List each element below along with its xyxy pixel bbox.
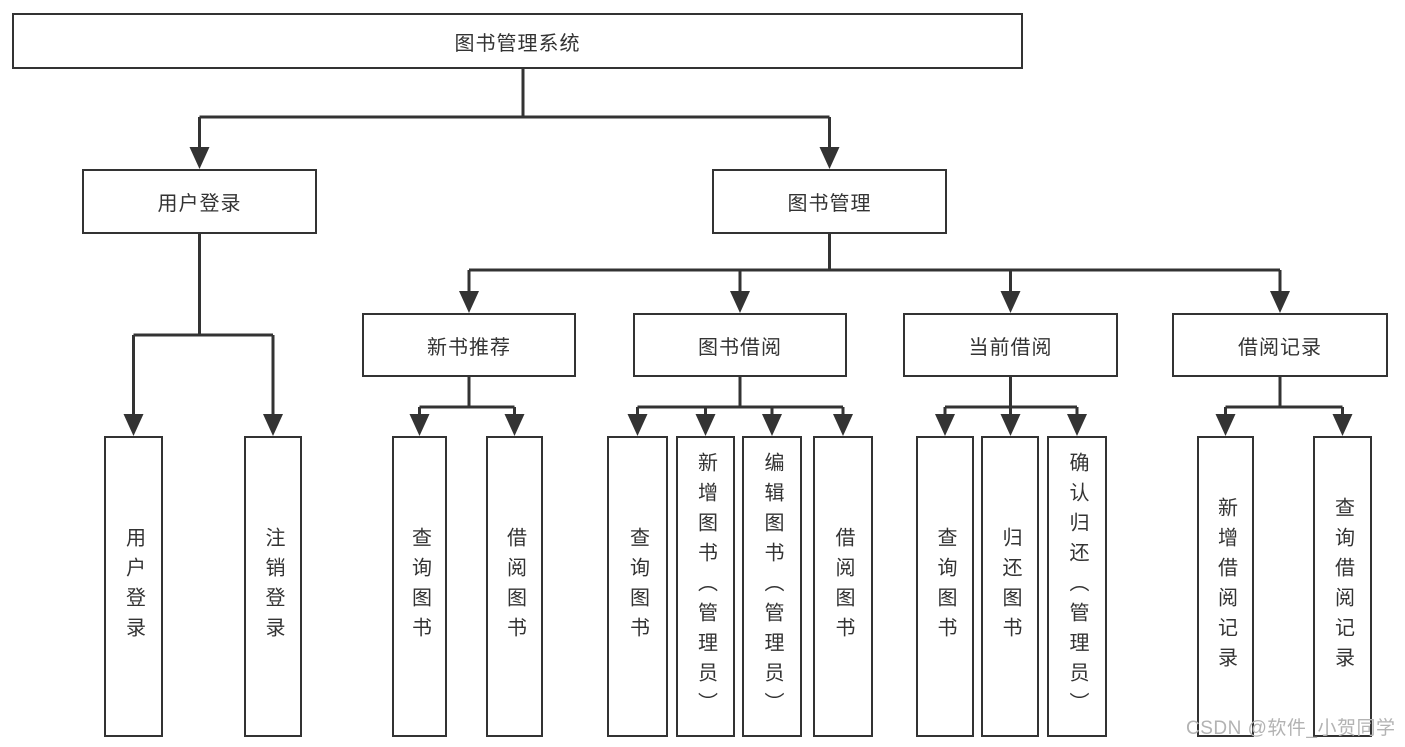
leaf-borrow-books-borrowing-label: 借阅图书 [832,526,854,647]
connector-new-book-children [409,377,525,436]
node-user-login: 用户登录 [82,169,317,234]
leaf-add-borrow-record-label: 新增借阅记录 [1214,496,1237,677]
node-book-management-label: 图书管理 [787,193,872,215]
leaf-confirm-return-admin: 确认归还（管理员） [1047,436,1107,737]
node-root: 图书管理系统 [12,13,1023,69]
node-borrow-records: 借阅记录 [1172,313,1388,377]
connector-borrow-records-children [1215,377,1353,436]
leaf-add-book-admin: 新增图书（管理员） [676,436,735,737]
leaf-borrow-books-recommend: 借阅图书 [486,436,543,737]
node-root-label: 图书管理系统 [454,32,581,55]
leaf-borrow-books-recommend-label: 借阅图书 [503,526,526,647]
node-current-borrowing: 当前借阅 [903,313,1118,377]
node-new-book-recommend-label: 新书推荐 [427,336,511,359]
node-borrow-records-label: 借阅记录 [1238,336,1322,359]
leaf-query-borrow-record: 查询借阅记录 [1313,436,1372,737]
leaf-return-books: 归还图书 [981,436,1039,737]
leaf-borrow-books-borrowing: 借阅图书 [813,436,873,737]
leaf-query-books-current-label: 查询图书 [934,526,956,647]
leaf-query-books-recommend-label: 查询图书 [408,526,431,647]
connector-user-login-children [123,234,283,436]
watermark-text: CSDN @软件_小贺同学 [1186,718,1396,739]
leaf-user-login: 用户登录 [104,436,163,737]
connector-current-borrowing-children [935,377,1087,436]
leaf-edit-book-admin-label: 编辑图书（管理员） [761,451,783,722]
connector-book-management-children [459,234,1290,313]
leaf-add-borrow-record: 新增借阅记录 [1197,436,1254,737]
leaf-add-book-admin-label: 新增图书（管理员） [694,451,717,722]
node-book-management: 图书管理 [712,169,947,234]
leaf-return-books-label: 归还图书 [999,526,1021,647]
node-book-borrowing-label: 图书借阅 [698,336,782,359]
connector-root-to-level2 [189,69,840,169]
connector-book-borrowing-children [627,377,853,436]
node-user-login-label: 用户登录 [157,193,242,215]
leaf-user-login-label: 用户登录 [122,526,145,647]
leaf-logout: 注销登录 [244,436,302,737]
node-current-borrowing-label: 当前借阅 [968,336,1053,359]
leaf-edit-book-admin: 编辑图书（管理员） [742,436,802,737]
leaf-query-books-borrowing-label: 查询图书 [626,526,649,647]
node-book-borrowing: 图书借阅 [633,313,847,377]
leaf-logout-label: 注销登录 [262,526,284,647]
node-new-book-recommend: 新书推荐 [362,313,576,377]
leaf-query-borrow-record-label: 查询借阅记录 [1331,496,1354,677]
leaf-confirm-return-admin-label: 确认归还（管理员） [1066,451,1088,722]
leaf-query-books-borrowing: 查询图书 [607,436,668,737]
leaf-query-books-current: 查询图书 [916,436,974,737]
leaf-query-books-recommend: 查询图书 [392,436,447,737]
